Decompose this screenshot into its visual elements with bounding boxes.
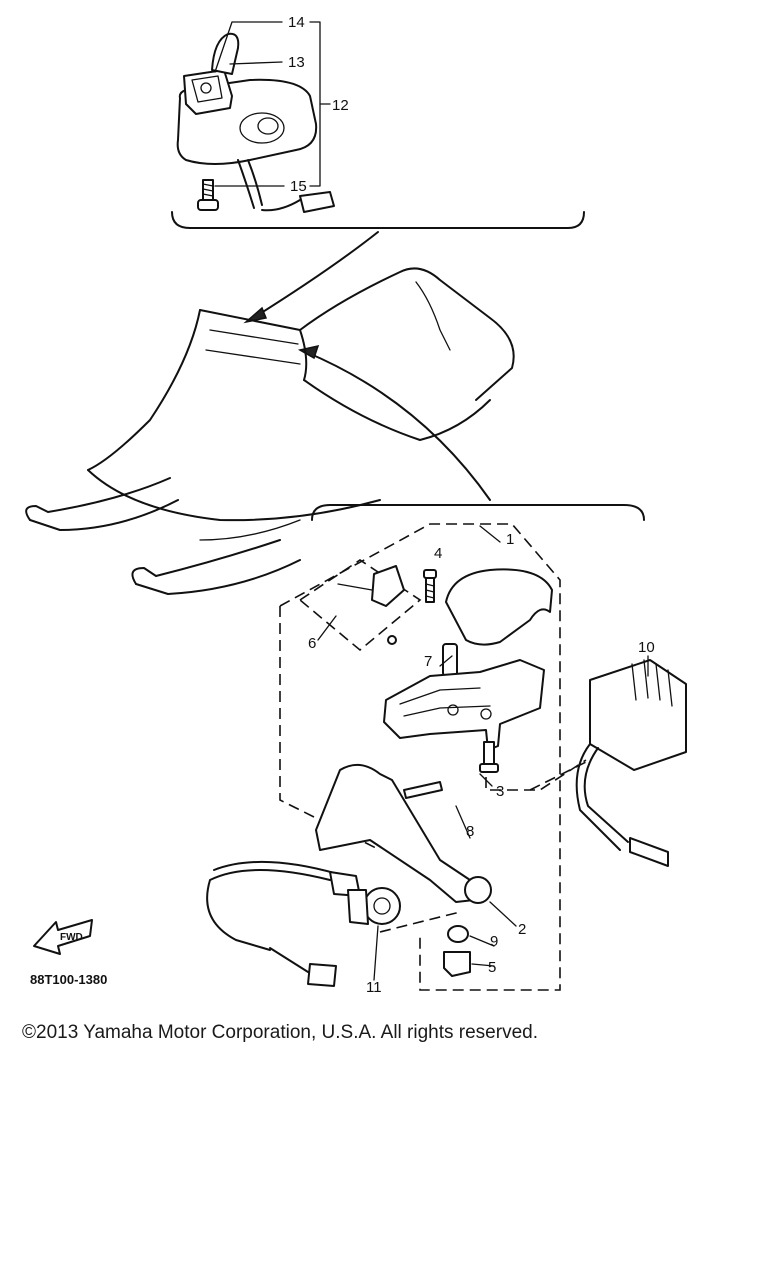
- leader-arrow-bottom: [305, 351, 491, 501]
- callout-1: 1: [506, 531, 514, 548]
- snowmobile-illustration: [25, 267, 515, 595]
- throttle-assembly-inset: [206, 504, 687, 991]
- callout-9: 9: [490, 933, 498, 950]
- callout-2: 2: [518, 921, 526, 938]
- callout-13: 13: [288, 54, 305, 71]
- callout-6: 6: [308, 635, 316, 652]
- callout-14: 14: [288, 14, 305, 31]
- callout-4: 4: [434, 545, 442, 562]
- callout-5: 5: [488, 959, 496, 976]
- callout-8: 8: [466, 823, 474, 840]
- forward-arrow-icon: FWD: [33, 919, 93, 955]
- fwd-label: FWD: [60, 932, 83, 943]
- callout-7: 7: [424, 653, 432, 670]
- callout-10: 10: [638, 639, 655, 656]
- parts-diagram: FWD 88T100-1380 14 13 12 15 1 4 6 7 10 3…: [25, 14, 687, 996]
- leader-arrow-top: [249, 231, 379, 321]
- callout-3: 3: [496, 783, 504, 800]
- switch-assembly-inset: [171, 21, 585, 229]
- callout-12: 12: [332, 97, 349, 114]
- callout-11: 11: [366, 979, 382, 996]
- callout-15: 15: [290, 178, 307, 195]
- copyright-notice: ©2013 Yamaha Motor Corporation, U.S.A. A…: [22, 1022, 538, 1043]
- figure-code: 88T100-1380: [30, 972, 107, 987]
